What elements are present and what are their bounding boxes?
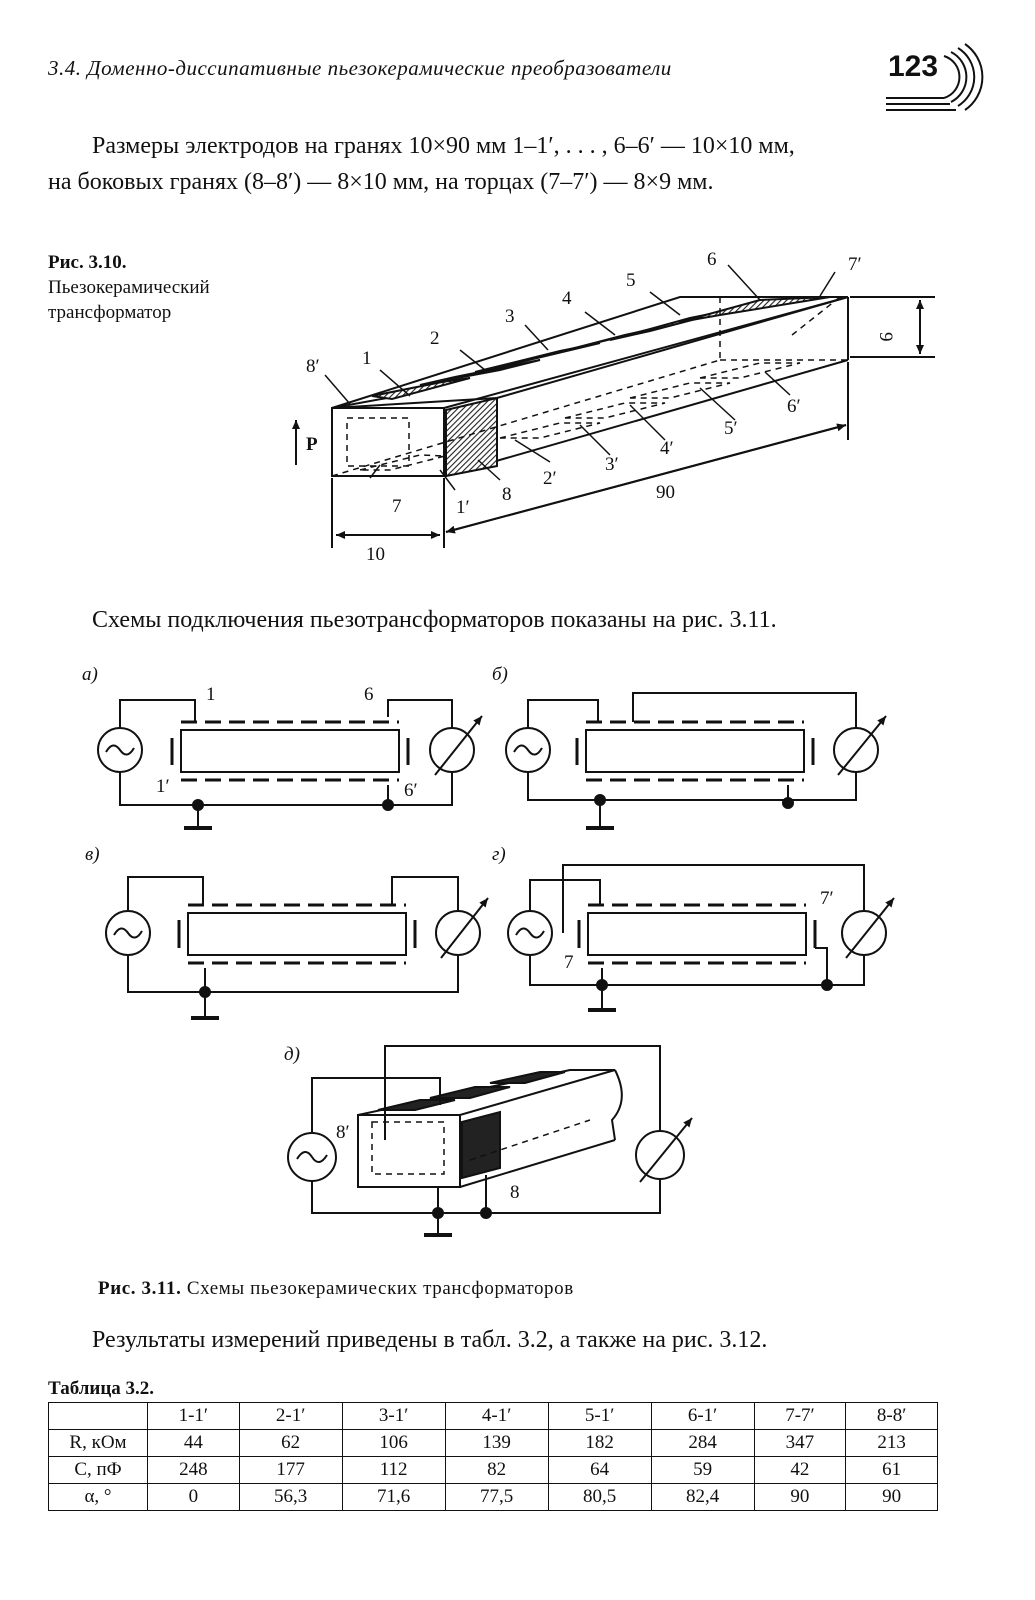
table-row: C, пФ 248 177 112 82 64 59 42 61 — [48, 1456, 938, 1484]
meter-icon — [635, 1130, 685, 1180]
paragraph-line: Размеры электродов на гранях 10×90 мм 1–… — [92, 133, 795, 159]
label-end-top: 7′ — [848, 254, 862, 275]
panel-label-v: в) — [85, 844, 100, 865]
figure-caption-text: Пьезокерамический трансформатор — [48, 277, 210, 323]
table-cell: 90 — [845, 1483, 938, 1511]
page-number: 123 — [888, 50, 939, 83]
panel-label-b: б) — [492, 664, 508, 685]
table-cell: 42 — [753, 1456, 847, 1484]
top-electrode — [419, 359, 541, 386]
table-cell: 62 — [238, 1429, 343, 1457]
label-bottom-electrode: 3′ — [605, 454, 619, 475]
label-bottom-electrode: 2′ — [543, 468, 557, 489]
panel-a-label: 6′ — [404, 780, 418, 801]
meter-icon — [841, 910, 887, 956]
bottom-edge — [443, 359, 849, 477]
dimension-width: 10 — [366, 544, 385, 565]
panel-label-g: г) — [492, 844, 506, 865]
label-side-bottom: 8 — [502, 484, 512, 505]
top-electrode — [679, 296, 831, 323]
label-top-electrode: 1 — [362, 348, 372, 369]
table-cell: 80,5 — [547, 1483, 652, 1511]
top-electrode — [371, 377, 471, 401]
row-header: C, пФ — [48, 1456, 148, 1484]
table-cell: 182 — [547, 1429, 652, 1457]
column-header: 4-1′ — [444, 1402, 549, 1430]
scheme-panel-d — [287, 1045, 693, 1237]
figure-caption-text: Схемы пьезокерамических трансформаторов — [186, 1278, 574, 1299]
table-cell: 90 — [753, 1483, 847, 1511]
meter-icon — [833, 727, 879, 773]
table-cell: 77,5 — [444, 1483, 549, 1511]
row-header: R, кОм — [48, 1429, 148, 1457]
table-header-row: 1-1′ 2-1′ 3-1′ 4-1′ 5-1′ 6-1′ 7-7′ 8-8′ — [48, 1402, 938, 1430]
side-electrode — [445, 396, 498, 478]
running-header: 3.4. Доменно-диссипативные пьезокерамиче… — [48, 56, 672, 80]
side-electrode — [461, 1110, 501, 1180]
label-bottom-electrode: 6′ — [787, 396, 801, 417]
scheme-panel-b — [505, 692, 887, 830]
label-polarization: P — [306, 434, 318, 455]
figure-3-10-labels: 1 2 3 4 5 6 7′ 8′ 7 1′ 8 2′ 3′ 4′ 5′ 6′ … — [306, 249, 896, 565]
panel-a-label: 6 — [364, 684, 374, 705]
figure-3-10-drawing — [292, 264, 935, 548]
front-end-face — [331, 407, 445, 477]
table-cell: 59 — [650, 1456, 755, 1484]
row-header: α, ° — [48, 1483, 148, 1511]
table-cell: 0 — [147, 1483, 240, 1511]
label-top-electrode: 2 — [430, 328, 440, 349]
panel-g-label: 7 — [564, 952, 574, 973]
column-header: 5-1′ — [547, 1402, 652, 1430]
panel-g-label: 7′ — [820, 888, 834, 909]
table-row: α, ° 0 56,3 71,6 77,5 80,5 82,4 90 90 — [48, 1483, 938, 1511]
paragraph-line: на боковых гранях (8–8′) — 8×10 мм, на т… — [48, 169, 714, 195]
label-top-electrode: 5 — [626, 270, 636, 291]
label-bottom-electrode: 5′ — [724, 418, 738, 439]
panel-d-label: 8′ — [336, 1122, 350, 1143]
label-side-top: 8′ — [306, 356, 320, 377]
table-cell: 139 — [444, 1429, 549, 1457]
panel-label-a: а) — [82, 664, 98, 685]
panel-label-d: д) — [284, 1044, 300, 1065]
figure-label: Рис. 3.10. — [48, 252, 127, 273]
table-cell: 82,4 — [650, 1483, 755, 1511]
label-bottom-electrode: 4′ — [660, 438, 674, 459]
panel-d-label: 8 — [510, 1182, 520, 1203]
figure-3-10-caption: Рис. 3.10. Пьезокерамический трансформат… — [48, 250, 238, 325]
table-cell: 82 — [444, 1456, 549, 1484]
page-number-ornament — [886, 43, 984, 111]
scheme-panel-a — [97, 699, 483, 830]
scheme-panel-v — [105, 876, 489, 1020]
table-caption: Таблица 3.2. — [48, 1378, 155, 1399]
table-cell: 44 — [147, 1429, 240, 1457]
column-header: 8-8′ — [845, 1402, 938, 1430]
meter-icon — [429, 727, 475, 773]
meter-icon — [435, 910, 481, 956]
label-top-electrode: 6 — [707, 249, 717, 270]
paragraph-schemes: Схемы подключения пьезотрансформаторов п… — [92, 607, 777, 633]
figure-3-11-caption: Рис. 3.11. Схемы пьезокерамических транс… — [98, 1278, 574, 1300]
dimension-length: 90 — [656, 482, 675, 503]
table-cell: 71,6 — [341, 1483, 446, 1511]
paragraph-electrode-sizes: Размеры электродов на гранях 10×90 мм 1–… — [48, 128, 948, 200]
panel-a-label: 1 — [206, 684, 216, 705]
label-top-electrode: 4 — [562, 288, 572, 309]
dimension-height: 9 — [875, 332, 896, 342]
piezo-bar — [180, 729, 400, 773]
panel-a-label: 1′ — [156, 776, 170, 797]
label-bottom-electrode: 1′ — [456, 497, 470, 518]
table-3-2: 1-1′ 2-1′ 3-1′ 4-1′ 5-1′ 6-1′ 7-7′ 8-8′ … — [48, 1402, 938, 1511]
column-header: 7-7′ — [753, 1402, 847, 1430]
label-top-electrode: 3 — [505, 306, 515, 327]
label-end-bottom: 7 — [392, 496, 402, 517]
column-header: 1-1′ — [147, 1402, 240, 1430]
scheme-panel-g — [507, 864, 895, 1012]
paragraph-results: Результаты измерений приведены в табл. 3… — [92, 1327, 768, 1353]
figure-label: Рис. 3.11. — [98, 1278, 182, 1299]
